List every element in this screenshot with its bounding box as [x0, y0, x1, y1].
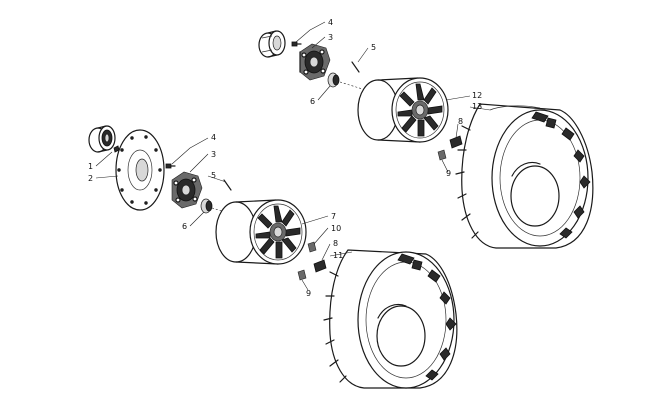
callout-10: 10	[331, 224, 341, 233]
upper-assembly	[258, 30, 594, 249]
callout-8-lower: 8	[333, 239, 338, 248]
lower-lug-nut	[307, 241, 317, 253]
lower-nut	[200, 198, 213, 214]
upper-drum-part	[258, 30, 286, 58]
upper-nut	[327, 72, 340, 88]
callout-6-upper: 6	[310, 97, 315, 106]
callout-3-lower: 3	[211, 150, 216, 159]
callout-4-upper: 4	[328, 18, 333, 27]
callout-12: 12	[472, 91, 482, 100]
lower-assembly	[88, 125, 458, 389]
callout-2: 2	[88, 174, 93, 183]
leader-lines	[95, 21, 491, 291]
callout-labels: 4 3 5 6 12 13 8 9 1 2 4 3 5 6 7 10 8 11 …	[88, 18, 482, 298]
callout-3-upper: 3	[328, 33, 333, 42]
lower-brake-disc	[115, 129, 165, 211]
callout-7: 7	[331, 212, 336, 221]
lower-valve	[297, 259, 327, 281]
upper-valve	[437, 135, 463, 161]
upper-tire	[455, 103, 594, 249]
callout-6-lower: 6	[182, 222, 187, 231]
callout-13: 13	[472, 102, 482, 111]
upper-cotter-pin	[351, 61, 360, 73]
callout-5-lower: 5	[211, 171, 216, 180]
callout-11: 11	[333, 251, 343, 260]
lower-drum-part	[88, 125, 116, 153]
lower-tire	[323, 249, 458, 389]
lower-rim	[215, 199, 307, 265]
callout-1: 1	[88, 162, 93, 171]
upper-hub	[299, 43, 331, 81]
lower-stud	[165, 163, 176, 169]
callout-8-upper: 8	[458, 117, 463, 126]
upper-rim	[357, 77, 449, 143]
callout-9-upper: 9	[446, 169, 451, 178]
lower-hub	[171, 171, 203, 209]
callout-5-upper: 5	[371, 43, 376, 52]
upper-stud	[291, 41, 302, 47]
callout-9-lower: 9	[306, 289, 311, 298]
callout-4-lower: 4	[211, 133, 216, 142]
